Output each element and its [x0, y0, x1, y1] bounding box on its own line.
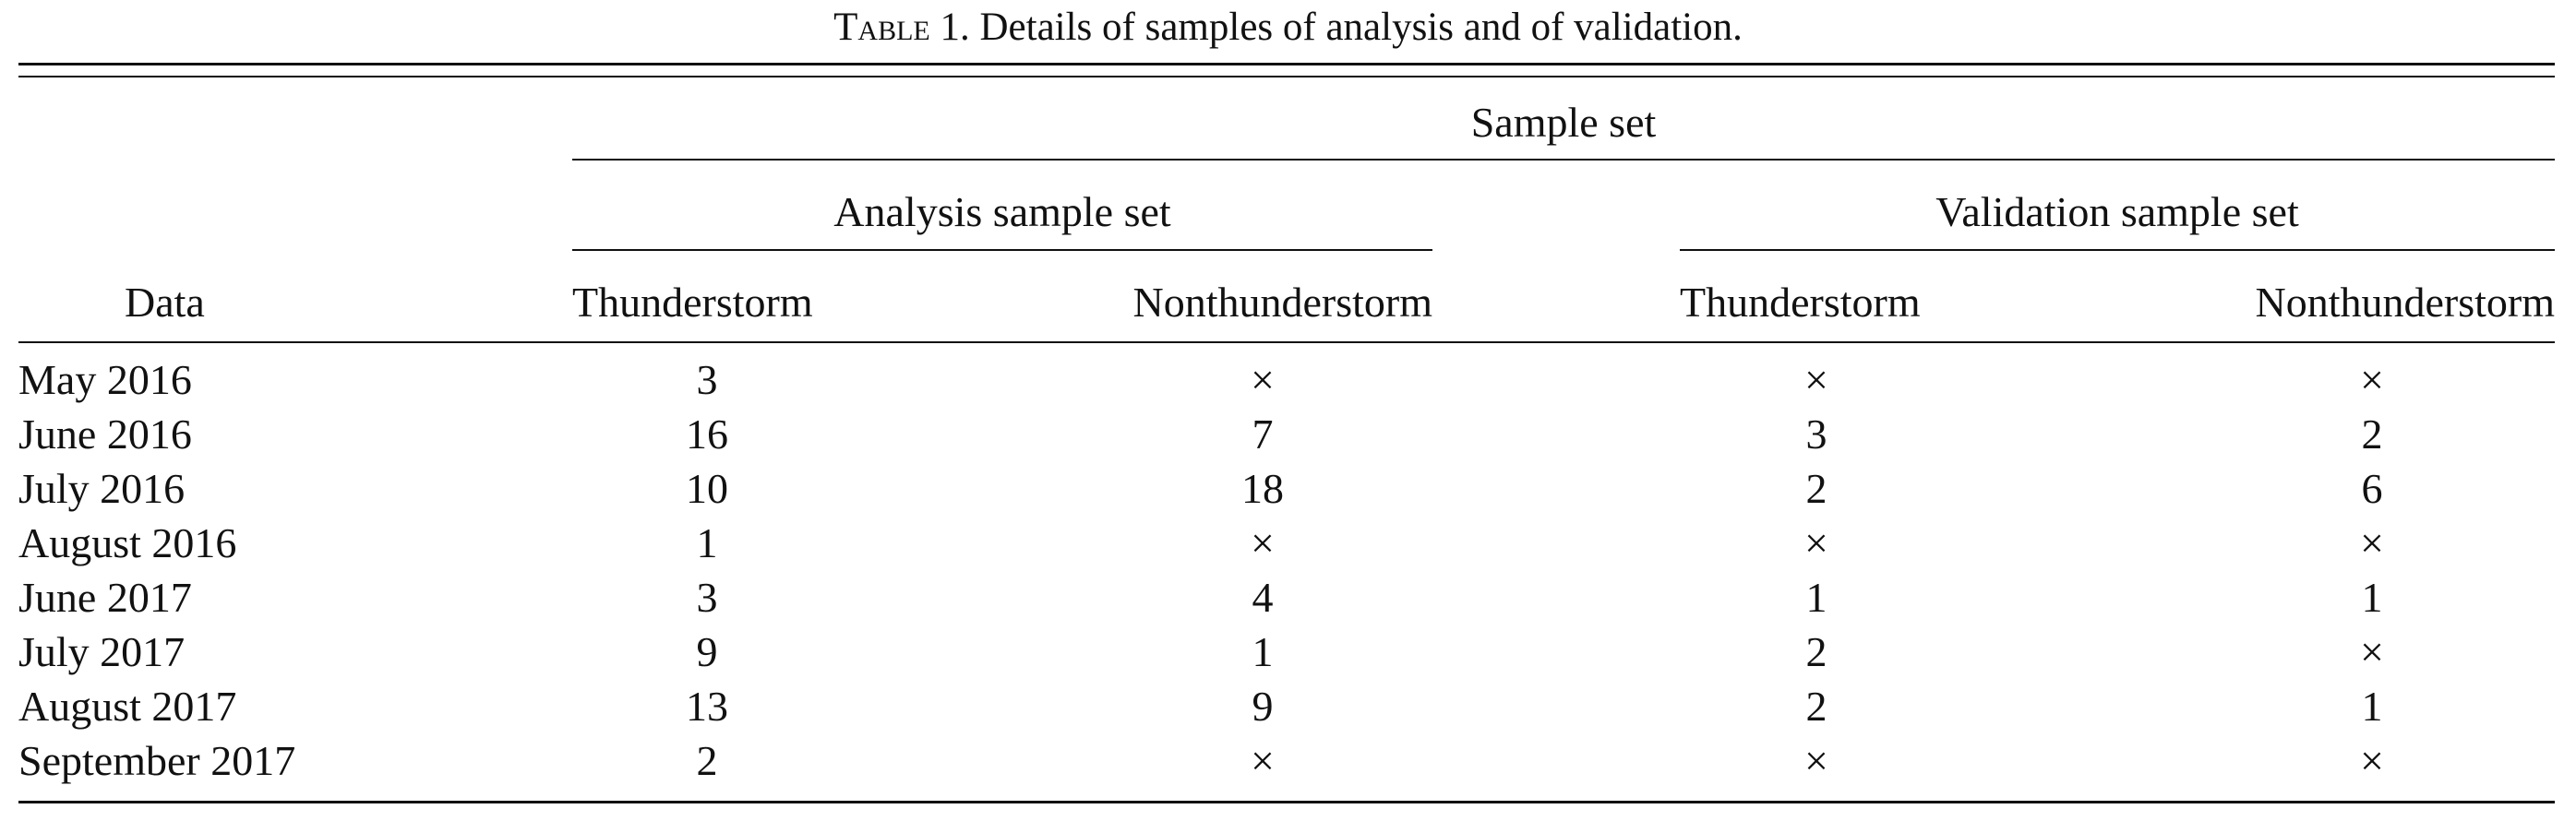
subgroup-rule-validation [1680, 249, 2555, 251]
bottom-rule [18, 801, 2555, 803]
column-header-analysis-thunderstorm: Thunderstorm [572, 279, 813, 326]
cell-analysis-thunderstorm: 3 [696, 574, 718, 621]
row-label: July 2016 [18, 465, 186, 512]
cell-validation-thunderstorm: × [1804, 519, 1828, 566]
cell-analysis-nonthunderstorm: 4 [1252, 574, 1274, 621]
cell-analysis-nonthunderstorm: × [1251, 519, 1275, 566]
cell-validation-thunderstorm: × [1804, 356, 1828, 403]
cell-analysis-thunderstorm: 2 [696, 737, 718, 784]
subgroup-header-validation: Validation sample set [1935, 188, 2299, 235]
cell-analysis-thunderstorm: 16 [686, 411, 728, 458]
cell-analysis-nonthunderstorm: 18 [1241, 465, 1284, 512]
row-label: May 2016 [18, 356, 192, 403]
caption-text: Details of samples of analysis and of va… [969, 6, 1743, 49]
top-rule-thick [18, 63, 2555, 65]
cell-validation-nonthunderstorm: 2 [2361, 411, 2383, 458]
top-rule-thin [18, 76, 2555, 77]
cell-analysis-nonthunderstorm: 7 [1252, 411, 1274, 458]
column-header-validation-thunderstorm: Thunderstorm [1680, 279, 1921, 326]
cell-analysis-nonthunderstorm: × [1251, 737, 1275, 784]
header-bottom-rule [18, 341, 2555, 343]
cell-validation-thunderstorm: 2 [1805, 683, 1827, 730]
table-caption: Table 1. Details of samples of analysis … [0, 4, 2576, 52]
caption-prefix: Table 1. [833, 6, 970, 49]
cell-validation-nonthunderstorm: 1 [2361, 574, 2383, 621]
cell-validation-thunderstorm: 3 [1805, 411, 1827, 458]
cell-analysis-thunderstorm: 10 [686, 465, 728, 512]
cell-validation-nonthunderstorm: × [2360, 628, 2384, 675]
group-header-sample-set: Sample set [1470, 99, 1657, 146]
cell-analysis-thunderstorm: 9 [696, 628, 718, 675]
column-header-data: Data [125, 279, 205, 326]
row-label: September 2017 [18, 737, 296, 784]
cell-validation-nonthunderstorm: 1 [2361, 683, 2383, 730]
row-label: August 2016 [18, 519, 237, 566]
row-label: June 2017 [18, 574, 192, 621]
cell-analysis-nonthunderstorm: × [1251, 356, 1275, 403]
row-label: August 2017 [18, 683, 237, 730]
cell-analysis-nonthunderstorm: 9 [1252, 683, 1274, 730]
cell-analysis-thunderstorm: 13 [686, 683, 728, 730]
cell-validation-nonthunderstorm: × [2360, 737, 2384, 784]
subgroup-header-analysis: Analysis sample set [833, 188, 1171, 235]
group-rule-sample-set [572, 159, 2555, 161]
column-header-validation-nonthunderstorm: Nonthunderstorm [2255, 279, 2555, 326]
cell-validation-thunderstorm: × [1804, 737, 1828, 784]
cell-analysis-thunderstorm: 3 [696, 356, 718, 403]
cell-validation-thunderstorm: 2 [1805, 465, 1827, 512]
column-header-analysis-nonthunderstorm: Nonthunderstorm [1132, 279, 1432, 326]
cell-validation-thunderstorm: 2 [1805, 628, 1827, 675]
cell-validation-nonthunderstorm: × [2360, 519, 2384, 566]
cell-analysis-thunderstorm: 1 [696, 519, 718, 566]
row-label: June 2016 [18, 411, 192, 458]
row-label: July 2017 [18, 628, 186, 675]
subgroup-rule-analysis [572, 249, 1432, 251]
cell-validation-nonthunderstorm: × [2360, 356, 2384, 403]
cell-validation-thunderstorm: 1 [1805, 574, 1827, 621]
cell-validation-nonthunderstorm: 6 [2361, 465, 2383, 512]
cell-analysis-nonthunderstorm: 1 [1252, 628, 1274, 675]
